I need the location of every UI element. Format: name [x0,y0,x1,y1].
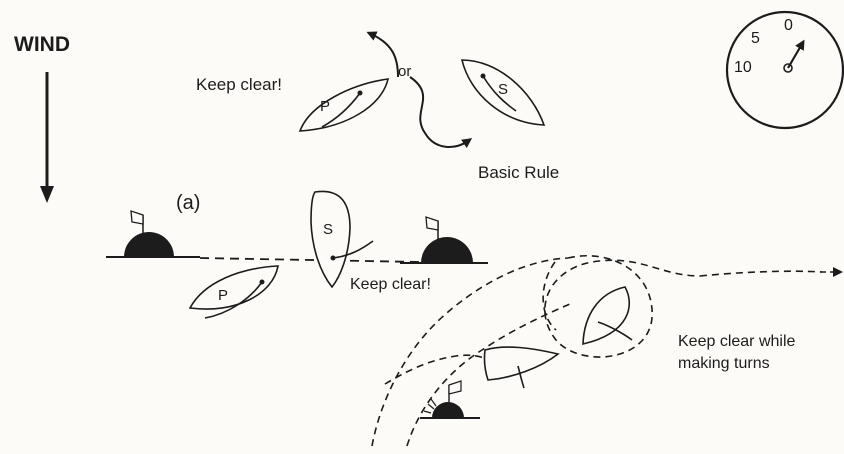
diagram-a-label: (a) [176,192,200,214]
keep-clear-turns-label-2: making turns [678,355,770,372]
flag-icon [448,380,462,395]
starboard-boat-mid: S [310,190,374,289]
keep-clear-mid-label: Keep clear! [350,276,431,293]
turning-boat-upper [582,286,633,346]
port-boat-mid-label: P [218,287,228,304]
port-boat-top-label: P [320,98,330,115]
alternative-course-arrow-down [409,76,473,148]
clock-hand-icon [787,39,805,69]
wind-arrow-icon [40,72,54,203]
clock-dial: 0 5 10 [725,10,844,130]
clock-tick-0: 0 [784,17,793,34]
turning-tracks [371,254,823,447]
flag-icon [130,210,144,225]
contact-burst-icon [423,398,437,414]
starboard-boat-top-label: S [498,81,508,98]
start-buoy-left [106,210,200,258]
start-line-dashed [199,257,421,263]
clock-tick-10: 10 [734,59,752,76]
start-buoy-right [400,216,488,264]
keep-clear-top-label: Keep clear! [196,75,282,94]
keep-clear-turns-label-1: Keep clear while [678,333,796,350]
port-boat-top: P [298,78,390,132]
port-boat-mid: P [188,265,279,319]
starboard-boat-top: S [460,59,546,126]
flag-icon [425,216,439,231]
alternative-course-arrow-up [366,31,399,78]
clock-tick-5: 5 [751,30,760,47]
basic-rule-label: Basic Rule [478,163,559,182]
wind-label: WIND [14,33,70,56]
turning-mark-buoy [420,380,480,419]
or-label: or [398,63,411,80]
starboard-boat-mid-label: S [323,221,333,238]
turning-boat-lower [483,346,560,389]
